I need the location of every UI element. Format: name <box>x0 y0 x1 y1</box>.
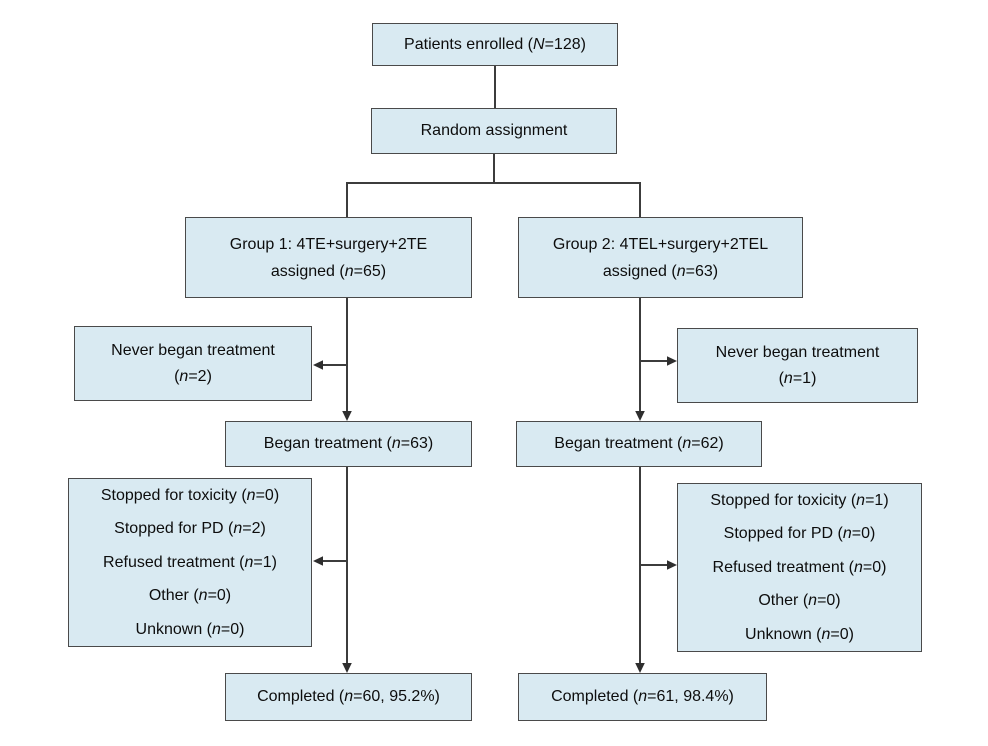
node-group1-line1: Group 1: 4TE+surgery+2TE <box>229 235 428 253</box>
node-began-treatment-group1: Began treatment (n=63) <box>225 421 472 467</box>
node-group2-assigned: Group 2: 4TEL+surgery+2TEL assigned (n=6… <box>518 217 803 298</box>
arrowhead-completed2-icon <box>635 663 645 673</box>
node-never-began-group2-line2: (n=1) <box>778 369 817 387</box>
arrowhead-stopped1-icon <box>313 556 323 566</box>
node-never-began-group1: Never began treatment (n=2) <box>74 326 312 401</box>
node-never-began-group1-line1: Never began treatment <box>111 341 275 359</box>
node-patients-enrolled: Patients enrolled (N=128) <box>372 23 618 66</box>
node-completed-group2: Completed (n=61, 98.4%) <box>518 673 767 721</box>
stopped2-other: Other (n=0) <box>758 592 841 610</box>
stopped1-pd: Stopped for PD (n=2) <box>114 520 266 538</box>
node-group1-assigned: Group 1: 4TE+surgery+2TE assigned (n=65) <box>185 217 472 298</box>
arrowhead-began1-icon <box>342 411 352 421</box>
arrowhead-stopped2-icon <box>667 560 677 570</box>
node-began-treatment-group2: Began treatment (n=62) <box>516 421 762 467</box>
stopped2-refused: Refused treatment (n=0) <box>712 558 887 576</box>
node-never-began-group2: Never began treatment (n=1) <box>677 328 918 403</box>
node-began-treatment-group2-label: Began treatment (n=62) <box>554 435 724 452</box>
node-random-assignment: Random assignment <box>371 108 617 154</box>
stopped2-unknown: Unknown (n=0) <box>745 625 854 643</box>
stopped2-pd: Stopped for PD (n=0) <box>723 525 876 543</box>
node-never-began-group1-line2: (n=2) <box>174 367 212 385</box>
node-completed-group1: Completed (n=60, 95.2%) <box>225 673 472 721</box>
node-group1-line2: assigned (n=65) <box>270 262 387 280</box>
node-stopped-reasons-group2: Stopped for toxicity (n=1) Stopped for P… <box>677 483 922 652</box>
node-never-began-group2-line1: Never began treatment <box>715 343 880 361</box>
node-stopped-reasons-group1: Stopped for toxicity (n=0) Stopped for P… <box>68 478 312 647</box>
stopped1-refused: Refused treatment (n=1) <box>103 553 277 571</box>
stopped2-toxicity: Stopped for toxicity (n=1) <box>710 491 889 509</box>
node-group2-line2: assigned (n=63) <box>602 262 719 280</box>
arrowhead-never2-icon <box>667 356 677 366</box>
node-patients-enrolled-label: Patients enrolled (N=128) <box>404 35 586 53</box>
node-began-treatment-group1-label: Began treatment (n=63) <box>263 435 434 452</box>
stopped1-toxicity: Stopped for toxicity (n=0) <box>100 486 280 504</box>
arrowhead-never1-icon <box>313 360 323 370</box>
stopped1-other: Other (n=0) <box>148 587 232 605</box>
arrowhead-completed1-icon <box>342 663 352 673</box>
node-random-assignment-label: Random assignment <box>420 122 568 139</box>
node-completed-group1-label: Completed (n=60, 95.2%) <box>257 688 440 705</box>
node-completed-group2-label: Completed (n=61, 98.4%) <box>551 688 734 705</box>
arrowhead-began2-icon <box>635 411 645 421</box>
stopped1-unknown: Unknown (n=0) <box>135 620 245 638</box>
node-group2-line1: Group 2: 4TEL+surgery+2TEL <box>552 235 769 253</box>
